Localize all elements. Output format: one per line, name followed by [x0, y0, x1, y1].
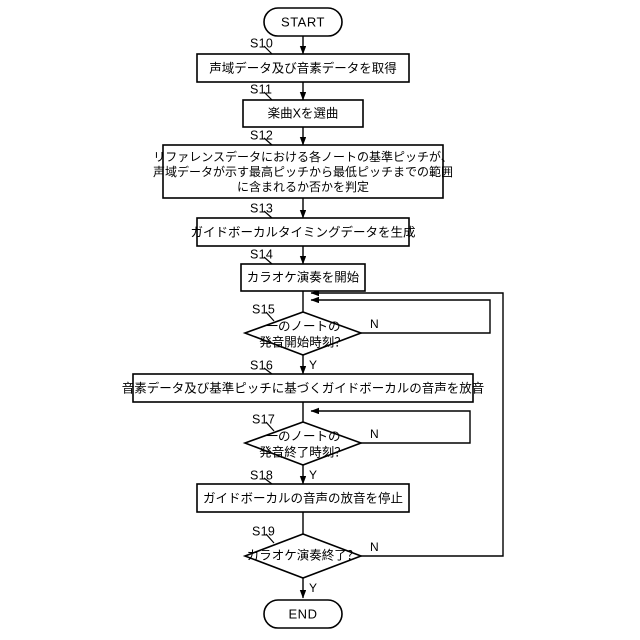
process-s12-line-1: リファレンスデータにおける各ノートの基準ピッチが、	[153, 149, 453, 164]
decision-s15-line-2: 発音開始時刻？	[259, 334, 347, 349]
connector-s15-no-loop	[310, 296, 491, 334]
process-s10-line-1: 声域データ及び音素データを取得	[209, 60, 397, 75]
step-label-s12: S12	[250, 128, 273, 146]
decision-s17-yes-label: Y	[309, 468, 317, 482]
step-label-s16: S16	[250, 358, 273, 375]
decision-s17-line-2: 発音終了時刻？	[259, 444, 347, 459]
connector-layer	[299, 36, 504, 599]
decision-s19-no-label: N	[370, 540, 379, 554]
decision-s19-yes-label: Y	[309, 581, 317, 595]
terminal-start: START	[263, 7, 343, 37]
svg-text:S18: S18	[250, 468, 273, 482]
step-label-s19: S19	[252, 524, 275, 544]
svg-text:S19: S19	[252, 524, 275, 538]
step-label-s17: S17	[252, 412, 275, 432]
process-s13: ガイドボーカルタイミングデータを生成	[190, 217, 416, 247]
process-s11-line-1: 楽曲Xを選曲	[268, 105, 339, 120]
process-s18: ガイドボーカルの音声の放音を停止	[196, 483, 410, 513]
process-s10: 声域データ及び音素データを取得	[196, 53, 410, 83]
terminal-start-label: START	[281, 14, 325, 29]
svg-text:S12: S12	[250, 128, 273, 142]
terminal-end: END	[263, 599, 343, 629]
process-s12-line-3: に含まれるか否かを判定	[237, 179, 369, 194]
decision-s15-line-1: 一のノートの	[265, 319, 340, 333]
step-label-s13: S13	[250, 201, 273, 219]
step-label-s14: S14	[250, 247, 273, 265]
decision-s15-yes-label: Y	[309, 358, 317, 372]
step-label-s11: S11	[250, 82, 273, 101]
step-label-s10: S10	[250, 36, 273, 55]
svg-text:S16: S16	[250, 358, 273, 372]
terminal-end-label: END	[289, 606, 318, 621]
svg-text:S13: S13	[250, 201, 273, 215]
svg-text:S14: S14	[250, 247, 273, 261]
decision-s17: 一のノートの 発音終了時刻？	[242, 421, 364, 466]
process-s16-line-1: 音素データ及び基準ピッチに基づくガイドボーカルの音声を放音	[122, 380, 485, 395]
process-s13-line-1: ガイドボーカルタイミングデータを生成	[190, 224, 415, 239]
process-s18-line-1: ガイドボーカルの音声の放音を停止	[203, 490, 403, 505]
process-s14: カラオケ演奏を開始	[240, 263, 366, 292]
process-s12-line-2: 声域データが示す最高ピッチから最低ピッチまでの範囲	[153, 164, 453, 179]
step-label-s15: S15	[252, 302, 275, 322]
decision-s17-line-1: 一のノートの	[265, 429, 340, 443]
process-s11: 楽曲Xを選曲	[242, 99, 364, 128]
step-label-s18: S18	[250, 468, 273, 485]
decision-s19: カラオケ演奏終了？	[242, 533, 364, 579]
process-s16: 音素データ及び基準ピッチに基づくガイドボーカルの音声を放音	[122, 373, 485, 403]
decision-s19-line-1: カラオケ演奏終了？	[247, 547, 360, 562]
process-s14-line-1: カラオケ演奏を開始	[247, 269, 360, 284]
connector-s19-no-loop	[310, 289, 504, 557]
svg-text:S15: S15	[252, 302, 275, 316]
decision-s17-no-label: N	[370, 427, 379, 441]
svg-text:S10: S10	[250, 36, 273, 50]
decision-s15-no-label: N	[370, 317, 379, 331]
process-s12: リファレンスデータにおける各ノートの基準ピッチが、 声域データが示す最高ピッチか…	[153, 144, 453, 199]
svg-text:S17: S17	[252, 412, 275, 426]
decision-s15: 一のノートの 発音開始時刻？	[242, 311, 364, 356]
connector-s17-no-loop	[310, 407, 471, 444]
svg-text:S11: S11	[250, 82, 272, 96]
